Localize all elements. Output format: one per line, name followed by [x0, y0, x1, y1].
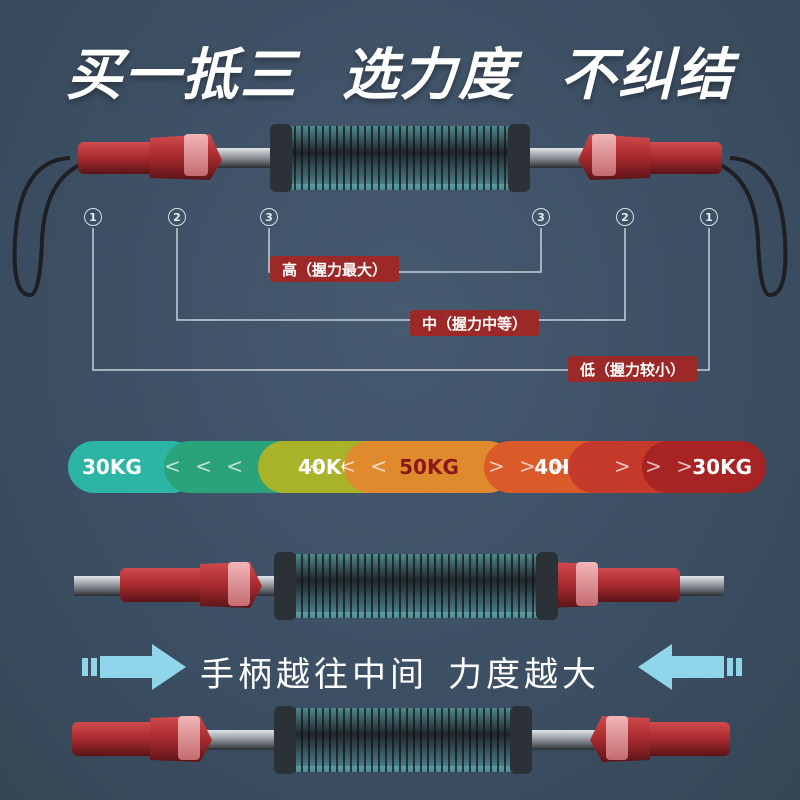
chevrons-right-inner: > > >	[488, 454, 571, 478]
arrow-right-icon	[82, 644, 186, 690]
scale-label-center: 50KG	[399, 455, 459, 479]
marker-2-left: 2	[168, 208, 186, 226]
product-image-middle	[74, 552, 724, 620]
page-title: 买一抵三选力度不纠结	[0, 30, 800, 111]
chevrons-right-outer: > > >	[614, 454, 697, 478]
caption-part-1: 手柄越往中间	[200, 655, 428, 695]
marker-2-right: 2	[616, 208, 634, 226]
caption-part-2: 力度越大	[448, 655, 600, 695]
marker-3-left: 3	[260, 208, 278, 226]
title-part-3: 不纠结	[560, 43, 734, 108]
marker-3-right: 3	[532, 208, 550, 226]
level-label-high: 高（握力最大）	[270, 256, 400, 282]
product-image-bottom	[72, 706, 730, 774]
marker-1-left: 1	[84, 208, 102, 226]
arrow-left-icon	[638, 644, 742, 690]
title-part-2: 选力度	[342, 43, 516, 108]
scale-label-right-outer: 30KG	[692, 455, 752, 479]
title-part-1: 买一抵三	[66, 43, 298, 108]
scale-segment-right-outer: 30KG	[642, 441, 766, 493]
caption: 手柄越往中间力度越大	[0, 647, 800, 696]
scale-label-left-outer: 30KG	[82, 455, 142, 479]
level-label-mid: 中（握力中等）	[410, 310, 540, 336]
product-image-top	[12, 124, 788, 298]
weight-scale: 30KG 40KG 50KG 40KG 30KG < < < < < < > >…	[68, 441, 766, 493]
marker-1-right: 1	[700, 208, 718, 226]
level-label-low: 低（握力较小）	[568, 356, 698, 382]
chevrons-left-outer: < < <	[164, 454, 247, 478]
chevrons-left-inner: < < <	[308, 454, 391, 478]
